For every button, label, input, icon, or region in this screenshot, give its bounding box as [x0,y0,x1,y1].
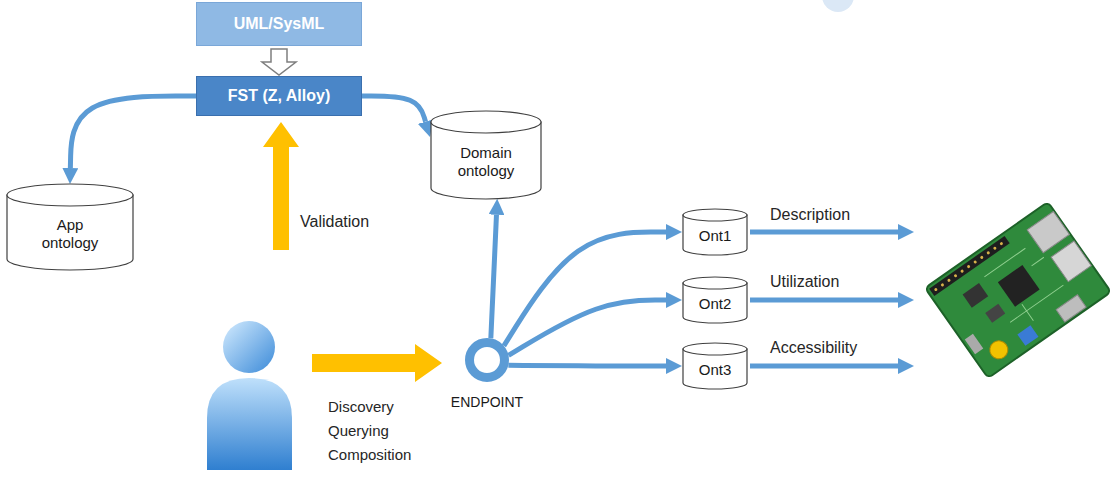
device-arrow [750,364,898,369]
node-text: UML/SysML [234,15,325,33]
refinement-arrow [262,49,296,75]
cylinder-top [7,184,133,206]
ethernet-port [1027,212,1069,253]
audio-jack [1017,325,1038,346]
ontology-cylinder: Ont2 [682,276,748,324]
cylinder-top [683,277,747,289]
node-text: App ontology [42,216,99,252]
traces [980,242,1070,332]
label-holder: Utilization [770,272,839,291]
model-box: UML/SysML [196,2,362,46]
arrow-label: Utilization [770,272,839,291]
ontology-cylinder: Ont1 [682,208,748,256]
cylinder-top [683,343,747,355]
query-arrow [504,232,666,346]
label-holder: Validation [300,212,369,231]
person-body [207,378,292,470]
pcb [925,202,1111,378]
rca-jack [986,337,1011,362]
gpio-header [929,236,1010,296]
generation-arrow [362,96,426,122]
device-arrow [750,230,898,235]
node-text: ENDPOINT [451,394,523,411]
arrow-label: Validation [300,212,369,231]
arrow-label: Accessibility [770,338,857,357]
device-arrow [750,298,898,303]
node-text: Ont2 [699,295,732,313]
usb-port [1051,241,1091,282]
arrow-label: Discovery Querying Composition [328,395,411,467]
cpu-chip [998,265,1040,307]
formal-spec-box: FST (Z, Alloy) [196,76,362,116]
label-holder: Discovery Querying Composition [328,395,411,467]
ring-outline [465,338,509,382]
ontology-cylinder: Ont3 [682,342,748,390]
query-arrow [491,215,497,339]
node-text: Ont1 [699,227,732,245]
person-head [223,321,275,373]
chip [985,304,1005,323]
power-port [965,334,984,354]
query-arrow [508,363,666,369]
generation-arrow [70,96,196,168]
hdmi-port [1056,295,1086,322]
ring-holder [465,338,509,382]
raspberry-pi-board [925,202,1111,378]
decor-dot [822,0,854,12]
query-arrow [509,300,666,355]
node-text: Ont3 [699,361,732,379]
cylinder-top [431,111,541,133]
label-holder: Description [770,205,850,224]
node-text: Domain ontology [458,144,515,180]
label-holder: Accessibility [770,338,857,357]
chip [963,283,989,308]
node-text: FST (Z, Alloy) [228,87,331,105]
endpoint-ring [470,343,505,378]
ontology-cylinder: App ontology [6,183,134,271]
ontology-cylinder: Domain ontology [430,110,542,200]
discovery-arrow [312,344,442,382]
endpoint-ring: ENDPOINT [442,338,532,413]
cylinder-top [683,209,747,221]
arrow-label: Description [770,205,850,224]
validation-arrow [263,122,299,250]
gpio-pins [934,242,1004,292]
